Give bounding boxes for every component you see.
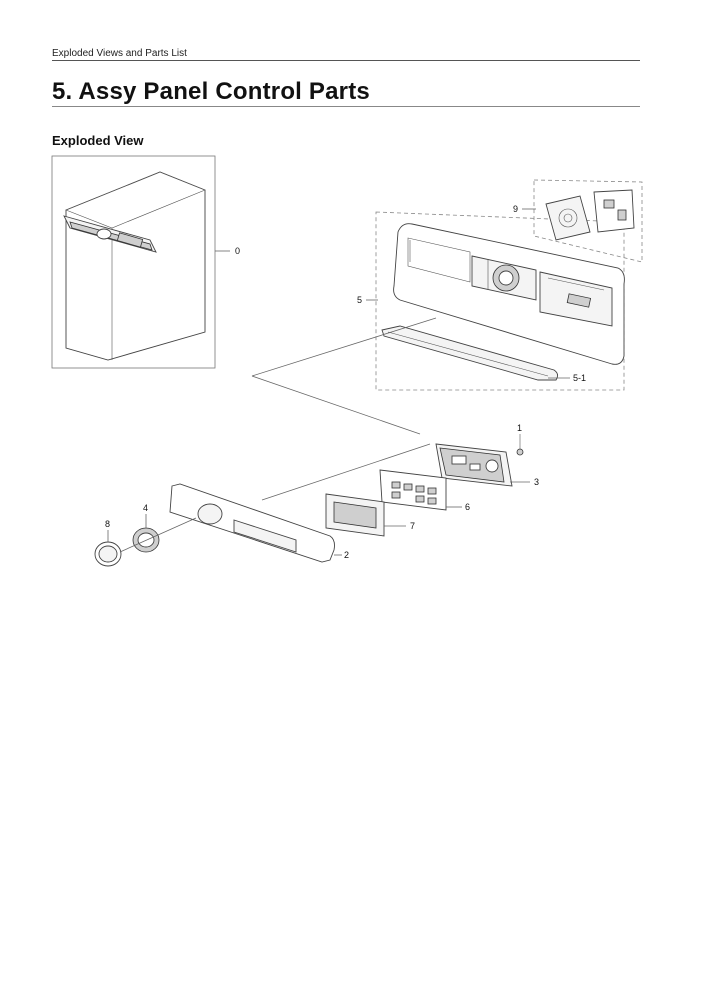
page-header: Exploded Views and Parts List: [52, 48, 187, 59]
callout-8: 8: [105, 519, 110, 529]
callout-5: 5: [357, 295, 362, 305]
header-divider: [52, 60, 640, 61]
title-divider: [52, 106, 640, 107]
section-title: 5. Assy Panel Control Parts: [52, 78, 370, 105]
subsection-title: Exploded View: [52, 133, 144, 148]
part-2-front-panel: [169, 483, 335, 563]
callout-9: 9: [513, 204, 518, 214]
part-3-pcb: [435, 443, 513, 487]
part-9-boards: [545, 189, 635, 241]
callout-3: 3: [534, 477, 539, 487]
part-1-screw: [516, 434, 524, 456]
callout-6: 6: [465, 502, 470, 512]
part-7-display-window: [325, 493, 385, 537]
part-5-1-trim: [381, 325, 559, 381]
callout-2: 2: [344, 550, 349, 560]
callout-5-1: 5-1: [573, 373, 586, 383]
part-5-panel-frame: [393, 223, 625, 365]
appliance-inset: [51, 155, 216, 369]
part-8-knob-cap: [94, 541, 122, 567]
callout-1: 1: [517, 423, 522, 433]
callout-0: 0: [235, 246, 240, 256]
callout-4: 4: [143, 503, 148, 513]
part-6-keypad: [379, 469, 447, 511]
callout-7: 7: [410, 521, 415, 531]
